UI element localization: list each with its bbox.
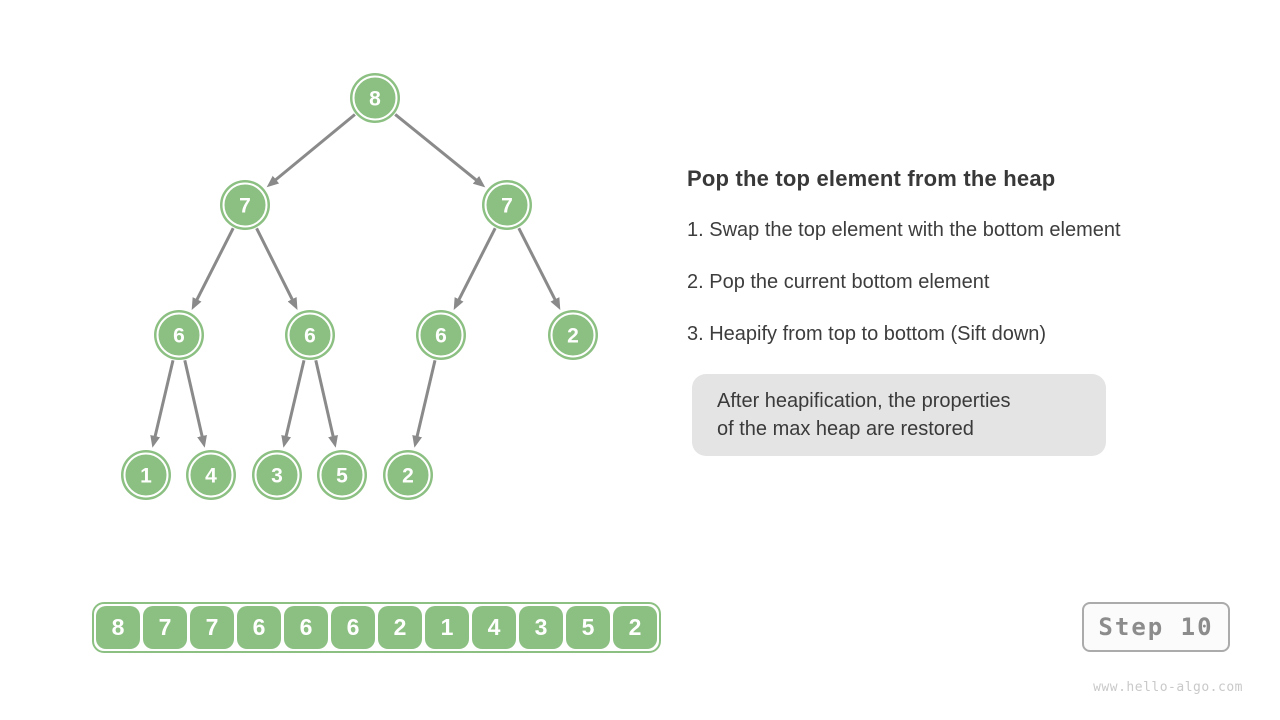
array-cell: 3 — [519, 606, 563, 649]
instruction-step-3: 3. Heapify from top to bottom (Sift down… — [687, 323, 1047, 345]
tree-nodes: 8 7 7 6 6 6 2 1 4 3 5 2 — [121, 73, 598, 500]
array-cell: 6 — [237, 606, 281, 649]
array-cell: 4 — [472, 606, 516, 649]
tree-node-value: 7 — [239, 195, 251, 218]
tree-node-value: 2 — [402, 465, 414, 488]
tree-edge — [183, 359, 207, 448]
tree-edges — [150, 113, 561, 448]
tree-node: 7 — [220, 180, 270, 230]
tree-edge — [517, 227, 561, 311]
tree-node: 1 — [121, 450, 171, 500]
array-cell: 7 — [143, 606, 187, 649]
tree-node: 2 — [548, 310, 598, 360]
heap-tree-diagram: 8 7 7 6 6 6 2 1 4 3 5 2 — [121, 73, 598, 500]
array-cell: 2 — [613, 606, 657, 649]
tree-node: 5 — [317, 450, 367, 500]
tree-node-value: 4 — [205, 465, 217, 488]
tree-node-value: 8 — [369, 88, 381, 111]
instruction-step-1: 1. Swap the top element with the bottom … — [687, 219, 1121, 241]
tree-node-value: 6 — [304, 325, 316, 348]
tree-edge — [412, 359, 437, 448]
tree-node: 6 — [154, 310, 204, 360]
tree-edge — [150, 359, 175, 448]
tree-node-value: 5 — [336, 465, 348, 488]
tree-edge — [266, 113, 356, 188]
tree-node: 8 — [350, 73, 400, 123]
tree-edge — [453, 227, 497, 311]
step-badge-label: Step 10 — [1098, 613, 1214, 641]
tree-edge — [255, 227, 298, 310]
note-text: After heapification, the properties of t… — [717, 390, 1011, 440]
array-cell: 1 — [425, 606, 469, 649]
tree-node-value: 2 — [567, 325, 579, 348]
array-cell: 7 — [190, 606, 234, 649]
tree-node: 7 — [482, 180, 532, 230]
tree-node-value: 3 — [271, 465, 283, 488]
tree-node: 6 — [285, 310, 335, 360]
note-box: After heapification, the properties of t… — [692, 374, 1106, 456]
instruction-panel: Pop the top element from the heap 1. Swa… — [687, 166, 1247, 456]
tree-edge — [281, 359, 306, 448]
tree-edge — [394, 113, 486, 188]
tree-edge — [191, 227, 235, 311]
array-cell: 6 — [284, 606, 328, 649]
tree-node: 3 — [252, 450, 302, 500]
tree-node-value: 7 — [501, 195, 513, 218]
tree-edge — [314, 359, 338, 448]
tree-node: 2 — [383, 450, 433, 500]
array-cell: 8 — [96, 606, 140, 649]
step-badge: Step 10 — [1082, 602, 1230, 652]
tree-node: 4 — [186, 450, 236, 500]
tree-node-value: 6 — [173, 325, 185, 348]
tree-node-value: 6 — [435, 325, 447, 348]
tree-node: 6 — [416, 310, 466, 360]
array-cell: 5 — [566, 606, 610, 649]
instruction-step-2: 2. Pop the current bottom element — [687, 271, 990, 293]
panel-title: Pop the top element from the heap — [687, 166, 1056, 191]
array-cell: 6 — [331, 606, 375, 649]
array-cell: 2 — [378, 606, 422, 649]
watermark: www.hello-algo.com — [1093, 680, 1243, 695]
tree-node-value: 1 — [140, 465, 152, 488]
